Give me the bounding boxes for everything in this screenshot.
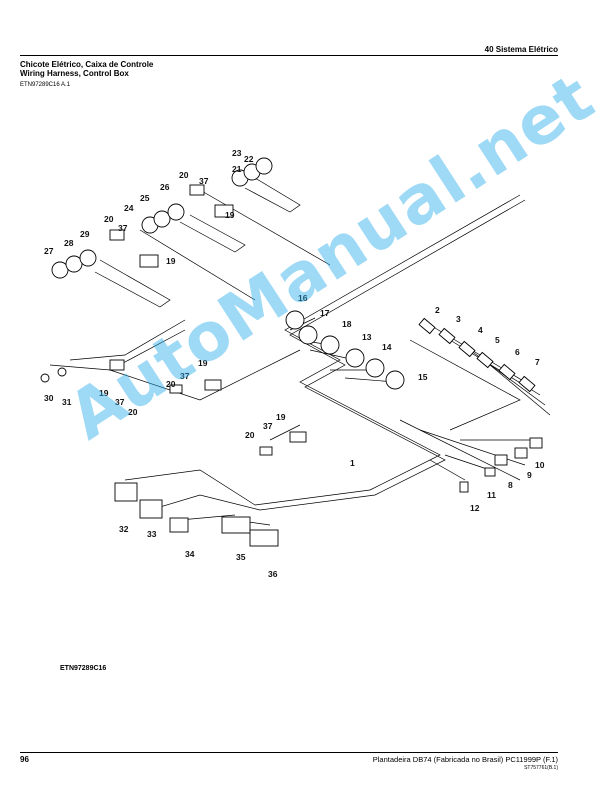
callout-20-b: 20 (104, 214, 114, 224)
callout-37-d: 37 (115, 397, 125, 407)
footer-rule (20, 752, 558, 753)
callout-32: 32 (119, 524, 129, 534)
publication-info: Plantadeira DB74 (Fabricada no Brasil) P… (372, 755, 558, 764)
callout-4: 4 (478, 325, 483, 335)
callout-21: 21 (232, 164, 242, 174)
callout-20-c: 20 (166, 379, 176, 389)
callout-20-a: 20 (179, 170, 189, 180)
callout-labels: 1 2 3 4 5 6 7 8 9 10 11 12 13 14 15 16 1… (44, 148, 545, 579)
callout-12: 12 (470, 503, 480, 513)
title-portuguese: Chicote Elétrico, Caixa de Controle (20, 60, 154, 69)
callout-22: 22 (244, 154, 254, 164)
section-title: 40 Sistema Elétrico (484, 45, 558, 54)
callout-37-e: 37 (263, 421, 273, 431)
page-number: 96 (20, 755, 29, 764)
callout-27: 27 (44, 246, 54, 256)
connector-shapes (40, 157, 543, 547)
callout-14: 14 (382, 342, 392, 352)
callout-37-a: 37 (199, 176, 209, 186)
callout-20-e: 20 (245, 430, 255, 440)
callout-1: 1 (350, 458, 355, 468)
callout-28: 28 (64, 238, 74, 248)
callout-15: 15 (418, 372, 428, 382)
callout-3: 3 (456, 314, 461, 324)
figure-footer-id: ETN97289C16 (60, 665, 107, 672)
callout-13: 13 (362, 332, 372, 342)
header-rule (20, 55, 558, 56)
callout-7: 7 (535, 357, 540, 367)
callout-35: 35 (236, 552, 246, 562)
callout-19-d: 19 (99, 388, 109, 398)
callout-34: 34 (185, 549, 195, 559)
callout-31: 31 (62, 397, 72, 407)
callout-37-b: 37 (118, 223, 128, 233)
callout-5: 5 (495, 335, 500, 345)
callout-29: 29 (80, 229, 90, 239)
callout-6: 6 (515, 347, 520, 357)
callout-20-d: 20 (128, 407, 138, 417)
callout-11: 11 (487, 490, 496, 500)
callout-19-b: 19 (166, 256, 176, 266)
callout-19-e: 19 (276, 412, 286, 422)
callout-17: 17 (320, 308, 330, 318)
title-english: Wiring Harness, Control Box (20, 69, 129, 78)
document-code: ST757761(B.1) (524, 765, 558, 771)
callout-10: 10 (535, 460, 545, 470)
callout-2: 2 (435, 305, 440, 315)
callout-33: 33 (147, 529, 157, 539)
callout-18: 18 (342, 319, 352, 329)
callout-19-a: 19 (225, 210, 235, 220)
callout-8: 8 (508, 480, 513, 490)
callout-19-c: 19 (198, 358, 208, 368)
callout-16: 16 (298, 293, 308, 303)
callout-9: 9 (527, 470, 532, 480)
callout-30: 30 (44, 393, 54, 403)
callout-24: 24 (124, 203, 134, 213)
callout-23: 23 (232, 148, 242, 158)
callout-36: 36 (268, 569, 278, 579)
callout-25: 25 (140, 193, 150, 203)
callout-26: 26 (160, 182, 170, 192)
figure-id: ETN97289C16 A.1 (20, 82, 71, 88)
callout-37-c: 37 (180, 371, 190, 381)
